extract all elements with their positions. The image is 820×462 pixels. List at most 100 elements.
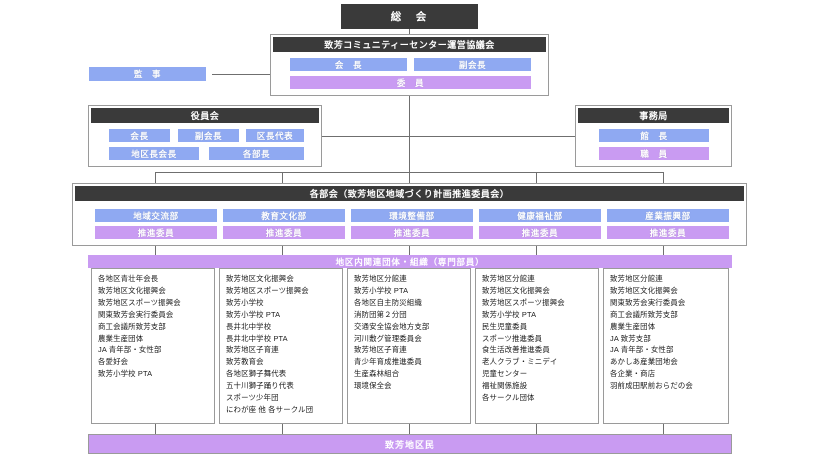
connector-dept-tick-2: [282, 172, 283, 183]
secretariat-title-bar: 事務局: [578, 108, 729, 123]
council-title: 致芳コミュニティーセンター運営協議会: [324, 40, 495, 50]
organizations-column-4[interactable]: 致芳地区分館連 致芳地区文化振興会 致芳地区スポーツ振興会 致芳小学校 PTA …: [475, 268, 599, 424]
organizations-list-5: 致芳地区分館連 致芳地区文化振興会 関東致芳会実行委員会 商工会議所致芳支部 農…: [610, 273, 723, 392]
council-chair-label: 会 長: [334, 59, 363, 70]
department-promotion-label: 推進委員: [137, 227, 175, 238]
secretariat-director-chip[interactable]: 館 長: [599, 129, 709, 142]
secretariat-staff-chip[interactable]: 職 員: [599, 147, 709, 160]
residents-label: 致芳地区民: [384, 439, 435, 450]
organizations-column-2[interactable]: 致芳地区文化振興会 致芳地区スポーツ振興会 致芳小学校 致芳小学校 PTA 長井…: [219, 268, 343, 424]
list-item: 食生活改善推進委員: [482, 345, 550, 355]
list-item: 消防団第２分団: [354, 309, 407, 319]
council-panel: 致芳コミュニティーセンター運営協議会 会 長 副会長 委 員: [270, 34, 549, 96]
organizations-band-label: 地区内関連団体・組織（専門部員）: [335, 256, 485, 267]
list-item: 各地区自主防災組織: [354, 297, 422, 307]
list-item: 五十川獅子踊り代表: [226, 381, 294, 391]
council-chair-chip[interactable]: 会 長: [290, 58, 407, 71]
officers-item-label: 会長: [130, 130, 149, 141]
officers-item-chair[interactable]: 会長: [109, 129, 170, 142]
list-item: 長井北中学校: [226, 321, 272, 331]
list-item: 福祉関係施設: [482, 381, 528, 391]
department-label: 教育文化部: [261, 210, 307, 221]
connector-dept-to-list-5: [663, 246, 664, 258]
list-item: JA 青年部・女性部: [98, 345, 162, 355]
department-chip-health-welfare[interactable]: 健康福祉部: [479, 209, 601, 222]
list-item: 致芳地区スポーツ振興会: [98, 297, 181, 307]
officers-item-label: 区長代表: [256, 130, 294, 141]
list-item: 環境保全会: [354, 381, 392, 391]
connector-list-to-residents-2: [282, 424, 283, 434]
auditor-label: 監 事: [133, 69, 162, 79]
department-promotion-chip-1[interactable]: 推進委員: [95, 226, 217, 239]
list-item: 児童センター: [482, 369, 528, 379]
department-promotion-label: 推進委員: [393, 227, 431, 238]
list-item: 各サークル団体: [482, 393, 535, 403]
list-item: 農業生産団体: [610, 321, 656, 331]
officers-item-label: 各部長: [242, 148, 271, 159]
connector-dept-tick-4: [536, 172, 537, 183]
list-item: JA 致芳支部: [610, 333, 651, 343]
department-promotion-label: 推進委員: [649, 227, 687, 238]
council-members-chip[interactable]: 委 員: [290, 76, 531, 89]
connector-dept-to-list-1: [155, 246, 156, 258]
department-label: 環境整備部: [389, 210, 435, 221]
list-item: 致芳地区分館連: [610, 274, 663, 283]
department-chip-education-culture[interactable]: 教育文化部: [223, 209, 345, 222]
council-members-label: 委 員: [396, 77, 425, 88]
list-item: 致芳小学校 PTA: [354, 285, 409, 295]
departments-panel: 各部会（致芳地区地域づくり計画推進委員会） 地域交流部 推進委員 教育文化部 推…: [72, 183, 747, 246]
officers-title: 役員会: [190, 111, 220, 121]
connector-dept-tick-3: [409, 172, 410, 183]
departments-title-bar: 各部会（致芳地区地域づくり計画推進委員会）: [75, 186, 744, 201]
list-item: 関東致芳会実行委員会: [610, 297, 686, 307]
officers-item-vice-chair[interactable]: 副会長: [178, 129, 239, 142]
connector-list-to-residents-5: [663, 424, 664, 434]
secretariat-title: 事務局: [639, 111, 668, 121]
list-item: 致芳小学校 PTA: [98, 369, 153, 379]
connector-list-to-residents-3: [409, 424, 410, 434]
department-label: 健康福祉部: [517, 210, 563, 221]
auditor-chip[interactable]: 監 事: [89, 67, 206, 81]
list-item: 長井北中学校 PTA: [226, 333, 288, 343]
list-item: 商工会議所致芳支部: [98, 321, 166, 331]
assembly-label: 総 会: [390, 11, 429, 23]
list-item: JA 青年部・女性部: [610, 345, 674, 355]
connector-dept-tick-1: [155, 172, 156, 183]
department-label: 地域交流部: [133, 210, 179, 221]
organizations-column-5[interactable]: 致芳地区分館連 致芳地区文化振興会 関東致芳会実行委員会 商工会議所致芳支部 農…: [603, 268, 729, 424]
organizations-list-4: 致芳地区分館連 致芳地区文化振興会 致芳地区スポーツ振興会 致芳小学校 PTA …: [482, 273, 593, 404]
officers-item-district-head[interactable]: 地区長会長: [109, 147, 199, 160]
officers-item-dept-heads[interactable]: 各部長: [209, 147, 304, 160]
organizations-column-3[interactable]: 致芳地区分館連 致芳小学校 PTA 各地区自主防災組織 消防団第２分団 交通安全…: [347, 268, 471, 424]
council-vice-chair-chip[interactable]: 副会長: [414, 58, 531, 71]
list-item: 青少年育成推進委員: [354, 357, 422, 367]
secretariat-director-label: 館 長: [640, 130, 668, 141]
list-item: 各地区青壮年会長: [98, 274, 159, 283]
council-vice-chair-label: 副会長: [458, 59, 487, 70]
secretariat-panel: 事務局 館 長 職 員: [575, 105, 732, 167]
list-item: 致芳小学校: [226, 297, 264, 307]
department-promotion-chip-2[interactable]: 推進委員: [223, 226, 345, 239]
list-item: 致芳地区文化振興会: [226, 274, 294, 283]
list-item: 各愛好会: [98, 357, 129, 367]
department-promotion-chip-4[interactable]: 推進委員: [479, 226, 601, 239]
organizations-list-1: 各地区青壮年会長 致芳地区文化振興会 致芳地区スポーツ振興会 関東致芳会実行委員…: [98, 273, 209, 380]
connector-council-down: [409, 96, 410, 136]
departments-title: 各部会（致芳地区地域づくり計画推進委員会）: [309, 189, 510, 199]
department-promotion-label: 推進委員: [265, 227, 303, 238]
connector-dept-to-list-2: [282, 246, 283, 258]
department-chip-industry[interactable]: 産業振興部: [607, 209, 729, 222]
assembly-box[interactable]: 総 会: [341, 4, 478, 29]
connector-auditor-stub: [212, 74, 213, 75]
officers-item-label: 副会長: [194, 130, 223, 141]
list-item: 各企業・商店: [610, 369, 656, 379]
officers-item-district-rep[interactable]: 区長代表: [246, 129, 304, 142]
department-chip-environment[interactable]: 環境整備部: [351, 209, 473, 222]
connector-list-to-residents-1: [155, 424, 156, 434]
department-chip-community-exchange[interactable]: 地域交流部: [95, 209, 217, 222]
organizations-column-1[interactable]: 各地区青壮年会長 致芳地区文化振興会 致芳地区スポーツ振興会 関東致芳会実行委員…: [91, 268, 215, 424]
residents-band[interactable]: 致芳地区民: [88, 434, 732, 454]
department-promotion-chip-3[interactable]: 推進委員: [351, 226, 473, 239]
department-promotion-chip-5[interactable]: 推進委員: [607, 226, 729, 239]
connector-dept-to-list-4: [536, 246, 537, 258]
